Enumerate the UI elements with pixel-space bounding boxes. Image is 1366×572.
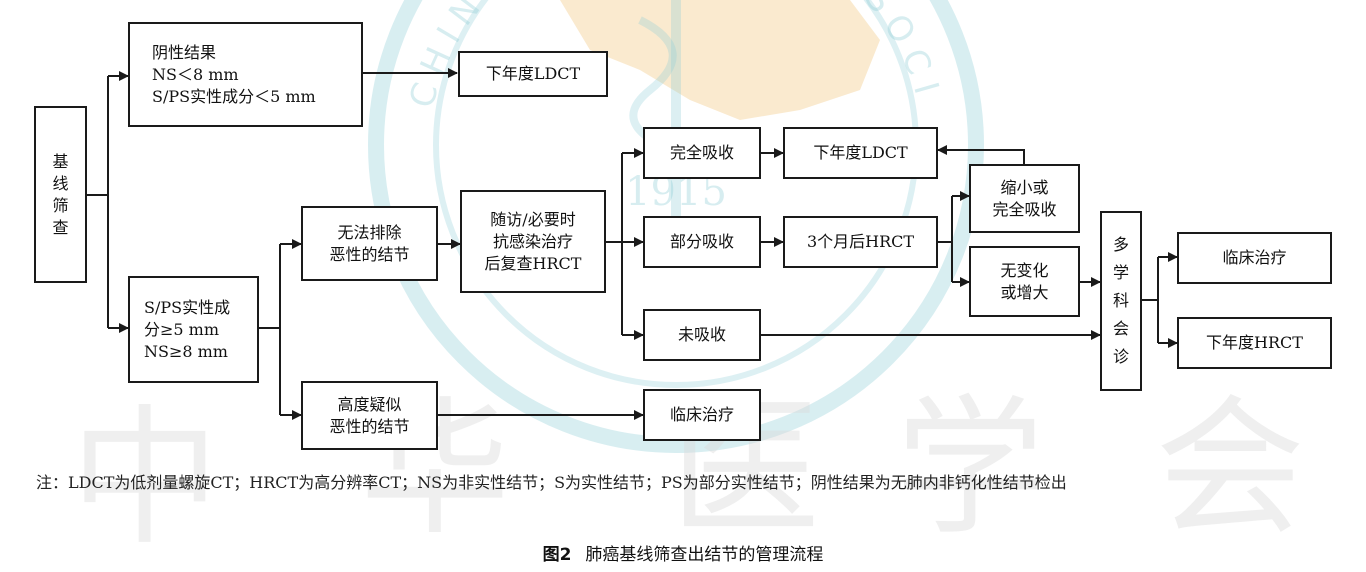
figure-caption: 图2 肺癌基线筛查出结节的管理流程 [0, 540, 1366, 565]
node-text-line: 分≥5 mm [144, 319, 220, 339]
node-text-line: 筛 [52, 195, 69, 215]
node-text-line: 抗感染治疗 [492, 231, 573, 251]
node-partial-absorption: 部分吸收 [643, 216, 761, 268]
node-cannot-exclude-malignant: 无法排除恶性的结节 [301, 206, 438, 281]
figure-number: 图2 [542, 545, 572, 565]
node-text-line: S/PS实性成分＜5 mm [152, 86, 316, 106]
node-baseline-screening: 基线筛查 [34, 106, 87, 283]
node-text-line: NS≥8 mm [144, 341, 228, 361]
node-shrink-or-absorbed: 缩小或完全吸收 [969, 164, 1080, 233]
node-text-line: 无变化 [1000, 260, 1049, 280]
node-next-hrct: 下年度HRCT [1177, 317, 1332, 369]
node-text-line: 缩小或 [1000, 177, 1049, 197]
node-text-line: 恶性的结节 [329, 416, 410, 436]
figure-note: 注：LDCT为低剂量螺旋CT；HRCT为高分辨率CT；NS为非实性结节；S为实性… [36, 473, 1067, 492]
node-text-line: 后复查HRCT [484, 253, 582, 273]
node-text-line: 诊 [1112, 347, 1129, 366]
node-text-line: 会 [1112, 319, 1129, 338]
node-text-line: 无法排除 [337, 222, 402, 242]
node-complete-absorption: 完全吸收 [643, 127, 761, 179]
node-followup-hrct: 随访/必要时抗感染治疗后复查HRCT [460, 190, 606, 293]
node-clinical-treatment-bottom: 临床治疗 [643, 389, 761, 441]
figure-title: 肺癌基线筛查出结节的管理流程 [585, 545, 824, 565]
node-clinical-treatment-right: 临床治疗 [1177, 232, 1332, 284]
node-text-line: 查 [52, 217, 69, 237]
node-hrct-3-months: 3个月后HRCT [783, 216, 938, 268]
node-next-ldct-top: 下年度LDCT [458, 51, 608, 97]
node-text-line: 恶性的结节 [329, 244, 410, 264]
node-not-absorbed: 未吸收 [643, 309, 761, 361]
node-text-line: 多 [1112, 235, 1129, 254]
connector-shrink-to-ldct [937, 145, 1025, 164]
node-text-line: 阴性结果 [152, 42, 217, 62]
node-text-line: 线 [52, 173, 69, 193]
node-text-line: 高度疑似 [337, 394, 402, 414]
node-text-line: 完全吸收 [992, 199, 1057, 219]
node-text-line: NS＜8 mm [152, 64, 239, 84]
node-multidisciplinary-consultation: 多学科会诊 [1100, 211, 1142, 391]
node-text-line: 随访/必要时 [490, 209, 576, 229]
node-text-line: 科 [1112, 291, 1129, 310]
node-no-change-or-enlarged: 无变化或增大 [969, 246, 1080, 317]
node-next-ldct-mid: 下年度LDCT [783, 127, 938, 179]
node-text-line: S/PS实性成 [144, 297, 231, 317]
node-text-line: 基 [52, 151, 69, 171]
node-text-line: 学 [1112, 263, 1129, 282]
node-text-line: 或增大 [1000, 282, 1049, 302]
node-highly-suspect-malignant: 高度疑似恶性的结节 [301, 381, 438, 450]
